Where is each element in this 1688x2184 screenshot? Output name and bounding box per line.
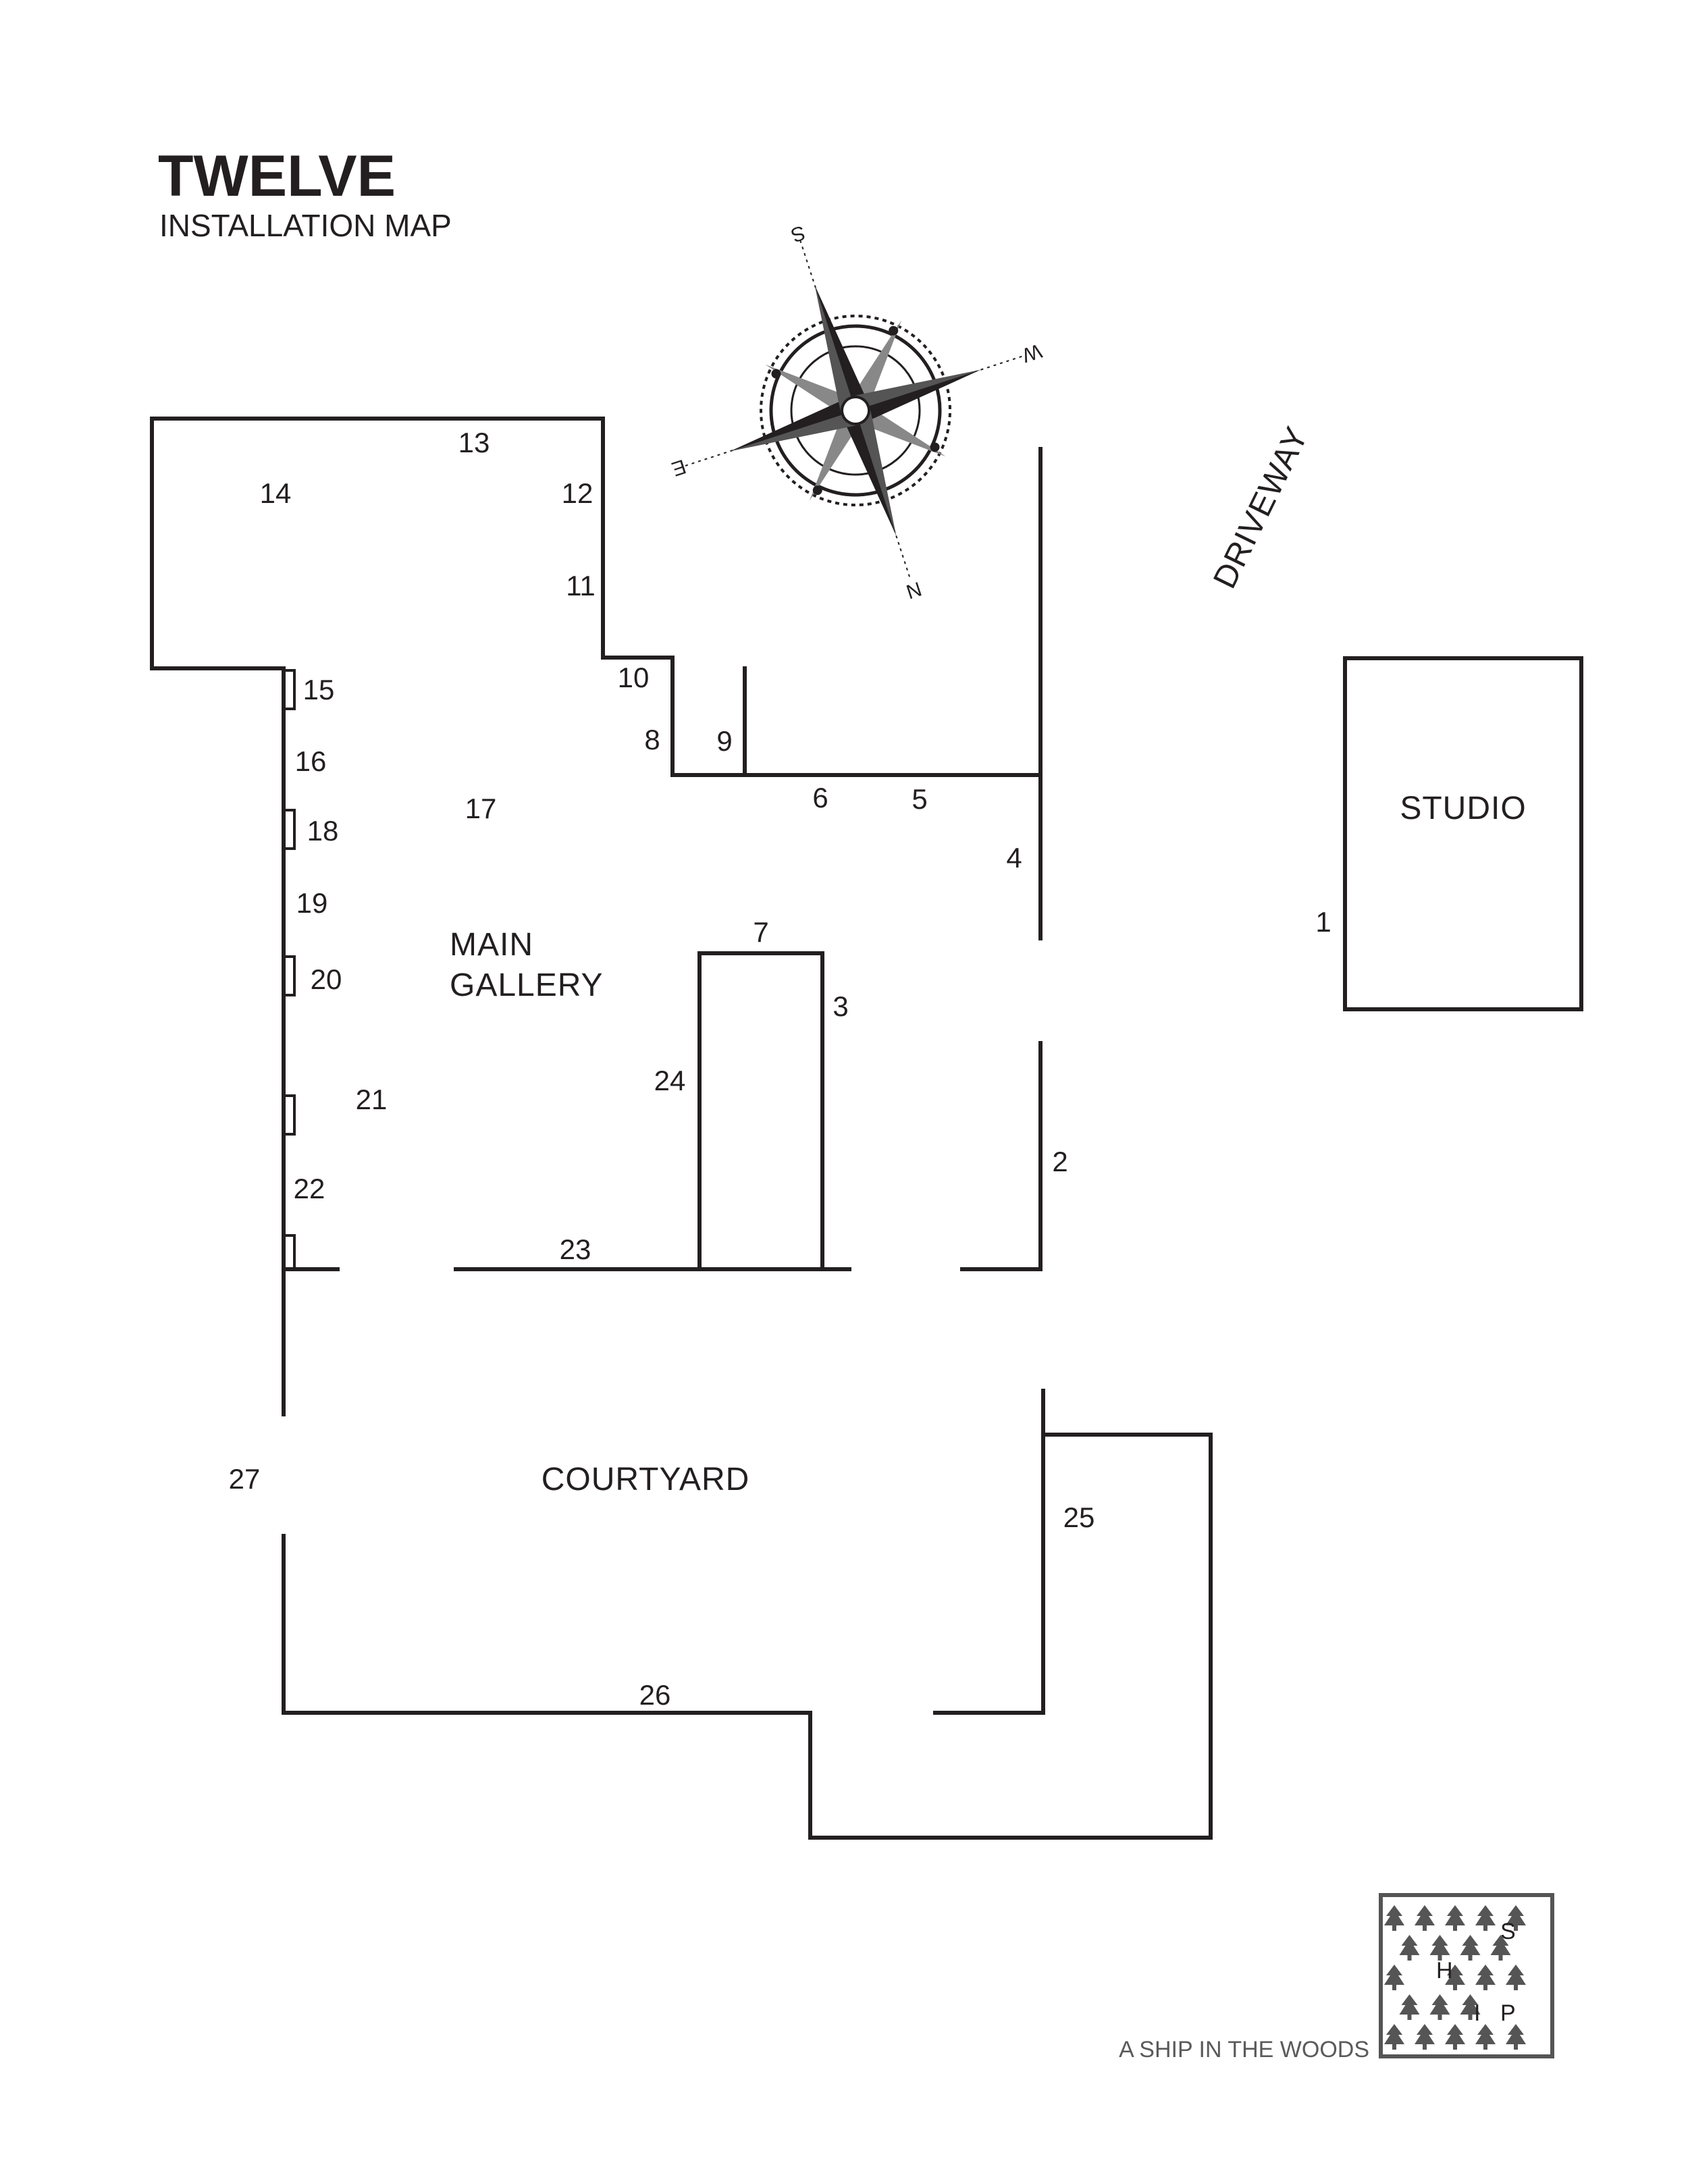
- installation-1: 1: [1315, 906, 1331, 938]
- compass-label-e: E: [669, 455, 689, 481]
- installation-26: 26: [639, 1679, 671, 1711]
- ship-in-the-woods-logo: S H I P: [1379, 1893, 1554, 2058]
- footer-credit: A SHIP IN THE WOODS: [1119, 2037, 1369, 2062]
- tree-icon: [1429, 1935, 1450, 1961]
- installation-16: 16: [295, 745, 327, 777]
- tree-icon: [1384, 1965, 1404, 1990]
- studio-building: [1343, 656, 1583, 1011]
- installation-19: 19: [296, 887, 328, 919]
- installation-14: 14: [260, 477, 292, 509]
- installation-25: 25: [1063, 1501, 1095, 1533]
- installation-23: 23: [560, 1233, 591, 1265]
- tree-icon: [1399, 1994, 1420, 2020]
- installation-3: 3: [833, 990, 848, 1022]
- logo-letter-p: P: [1500, 2000, 1516, 2026]
- main-gallery-label-line2: GALLERY: [450, 967, 604, 1003]
- compass-label-w: W: [1019, 339, 1045, 366]
- tree-icon: [1445, 1905, 1465, 1931]
- logo-letter-s: S: [1500, 1919, 1516, 1944]
- tree-icon: [1490, 1935, 1511, 1961]
- installation-11: 11: [566, 570, 596, 602]
- installation-10: 10: [618, 662, 650, 693]
- installation-18: 18: [307, 815, 339, 847]
- main-gallery-label-line1: MAIN: [450, 927, 533, 963]
- installation-numbers: 1 2 3 4 5 6 7 8 9 10 11 12 13 14 15 16 1…: [229, 427, 1331, 1711]
- tree-icon: [1415, 2024, 1435, 2050]
- compass-label-n: N: [903, 577, 924, 603]
- tree-icon: [1475, 2024, 1496, 2050]
- tree-icon: [1475, 1905, 1496, 1931]
- installation-21: 21: [356, 1084, 388, 1115]
- tree-icon: [1506, 2024, 1526, 2050]
- tree-icon: [1384, 1905, 1404, 1931]
- compass-label-s: S: [788, 221, 808, 246]
- installation-13: 13: [458, 427, 490, 458]
- courtyard-label: COURTYARD: [542, 1462, 750, 1497]
- installation-7: 7: [753, 916, 768, 948]
- installation-15: 15: [303, 674, 335, 705]
- installation-27: 27: [229, 1463, 261, 1495]
- installation-4: 4: [1006, 842, 1022, 874]
- tree-icon: [1506, 1905, 1526, 1931]
- tree-icon: [1506, 1965, 1526, 1990]
- tree-icon: [1399, 1935, 1420, 1961]
- tree-icon: [1415, 1905, 1435, 1931]
- tree-icon: [1384, 2024, 1404, 2050]
- installation-24: 24: [654, 1065, 686, 1096]
- tree-icon: [1429, 1994, 1450, 2020]
- tree-icon: [1445, 2024, 1465, 2050]
- tree-icon: [1475, 1965, 1496, 1990]
- logo-letter-h: H: [1436, 1958, 1453, 1983]
- map-subtitle: INSTALLATION MAP: [159, 208, 452, 243]
- compass-rose-icon: S N W E: [669, 221, 1045, 603]
- installation-22: 22: [294, 1173, 325, 1204]
- logo-letter-i: I: [1474, 2000, 1480, 2026]
- installation-20: 20: [311, 963, 342, 995]
- installation-9: 9: [716, 725, 732, 757]
- tree-pattern-icon: [1384, 1905, 1526, 2050]
- courtyard-walls: [282, 1389, 1213, 1840]
- tree-icon: [1460, 1935, 1481, 1961]
- installation-2: 2: [1052, 1146, 1067, 1177]
- tree-icon: [1460, 1994, 1481, 2020]
- driveway-label: DRIVEWAY: [1207, 421, 1315, 594]
- main-building-walls: [150, 417, 1043, 1416]
- installation-17: 17: [465, 793, 497, 824]
- installation-12: 12: [562, 477, 594, 509]
- tree-icon: [1445, 1965, 1465, 1990]
- studio-label: STUDIO: [1400, 791, 1526, 826]
- map-title: TWELVE: [158, 144, 396, 209]
- installation-5: 5: [912, 783, 927, 815]
- installation-6: 6: [812, 782, 828, 814]
- installation-8: 8: [644, 724, 660, 755]
